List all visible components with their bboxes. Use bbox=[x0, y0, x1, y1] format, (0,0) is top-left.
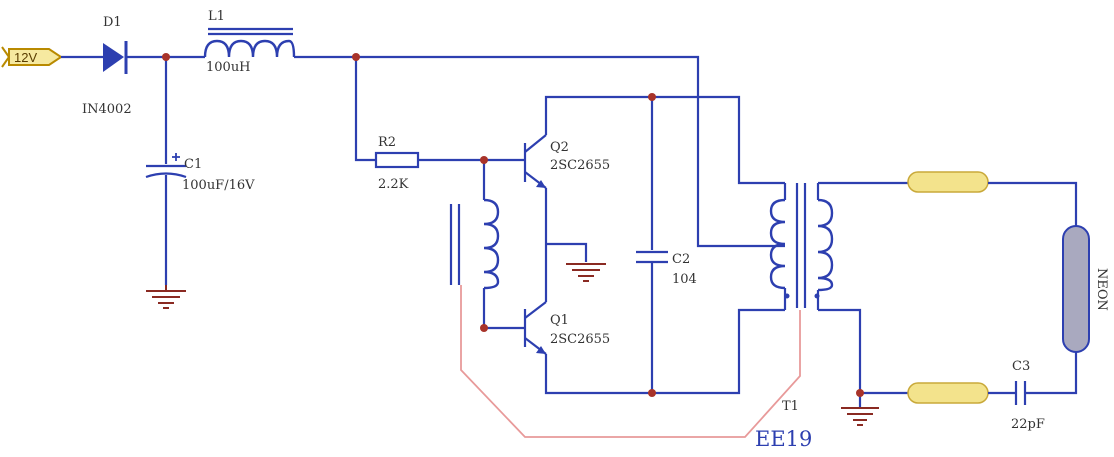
t1-ref: T1 bbox=[782, 399, 799, 414]
neon-label: NEON bbox=[1094, 268, 1109, 311]
r2-ref: R2 bbox=[378, 135, 396, 150]
d1-part: IN4002 bbox=[82, 102, 132, 117]
wire-to-r2 bbox=[354, 57, 376, 162]
transistor-q2 bbox=[523, 134, 547, 189]
wire-q1-collector bbox=[544, 308, 785, 395]
inductor-l1 bbox=[203, 27, 296, 58]
transistor-q1 bbox=[523, 301, 547, 355]
feedback-winding bbox=[449, 198, 500, 290]
wire-emitter-ground bbox=[546, 242, 588, 262]
ground-secondary bbox=[841, 407, 879, 426]
t1-core: EE19 bbox=[755, 427, 812, 451]
c2-ref: C2 bbox=[672, 252, 690, 267]
q1-ref: Q1 bbox=[550, 313, 569, 328]
c3-ref: C3 bbox=[1012, 359, 1030, 374]
resistor-r2 bbox=[374, 151, 420, 169]
electrode-bottom bbox=[907, 382, 989, 404]
capacitor-c2 bbox=[636, 250, 668, 264]
input-connector: 12V bbox=[1, 46, 63, 68]
wire-c3-neon bbox=[1025, 350, 1078, 395]
c2-value: 104 bbox=[672, 272, 697, 287]
diode-d1 bbox=[103, 41, 128, 74]
c1-ref: C1 bbox=[184, 157, 202, 172]
ground-emitter bbox=[566, 263, 606, 282]
l1-value: 100uH bbox=[206, 60, 251, 75]
q2-ref: Q2 bbox=[550, 140, 569, 155]
junction-dots bbox=[162, 53, 864, 397]
input-label: 12V bbox=[14, 50, 37, 65]
q2-part: 2SC2655 bbox=[550, 158, 610, 173]
wire-l1-to-t1-centertap bbox=[294, 55, 785, 248]
ground-c1 bbox=[146, 285, 186, 309]
capacitor-c1 bbox=[145, 153, 187, 179]
wire-neon-top bbox=[988, 181, 1078, 228]
c1-value: 100uF/16V bbox=[182, 178, 255, 193]
wire-fb-q1-base bbox=[482, 288, 525, 330]
q1-part: 2SC2655 bbox=[550, 332, 610, 347]
wire-sec-bottom bbox=[818, 308, 910, 395]
r2-value: 2.2K bbox=[378, 177, 409, 192]
c3-value: 22pF bbox=[1011, 417, 1045, 432]
feedback-loop-wire bbox=[460, 285, 801, 438]
transformer-t1 bbox=[769, 183, 834, 310]
capacitor-c3 bbox=[1014, 381, 1027, 405]
l1-ref: L1 bbox=[208, 9, 225, 24]
d1-ref: D1 bbox=[103, 15, 122, 30]
wire-q2-collector bbox=[544, 95, 785, 185]
neon-lamp bbox=[1062, 225, 1090, 353]
electrode-top bbox=[907, 171, 989, 193]
